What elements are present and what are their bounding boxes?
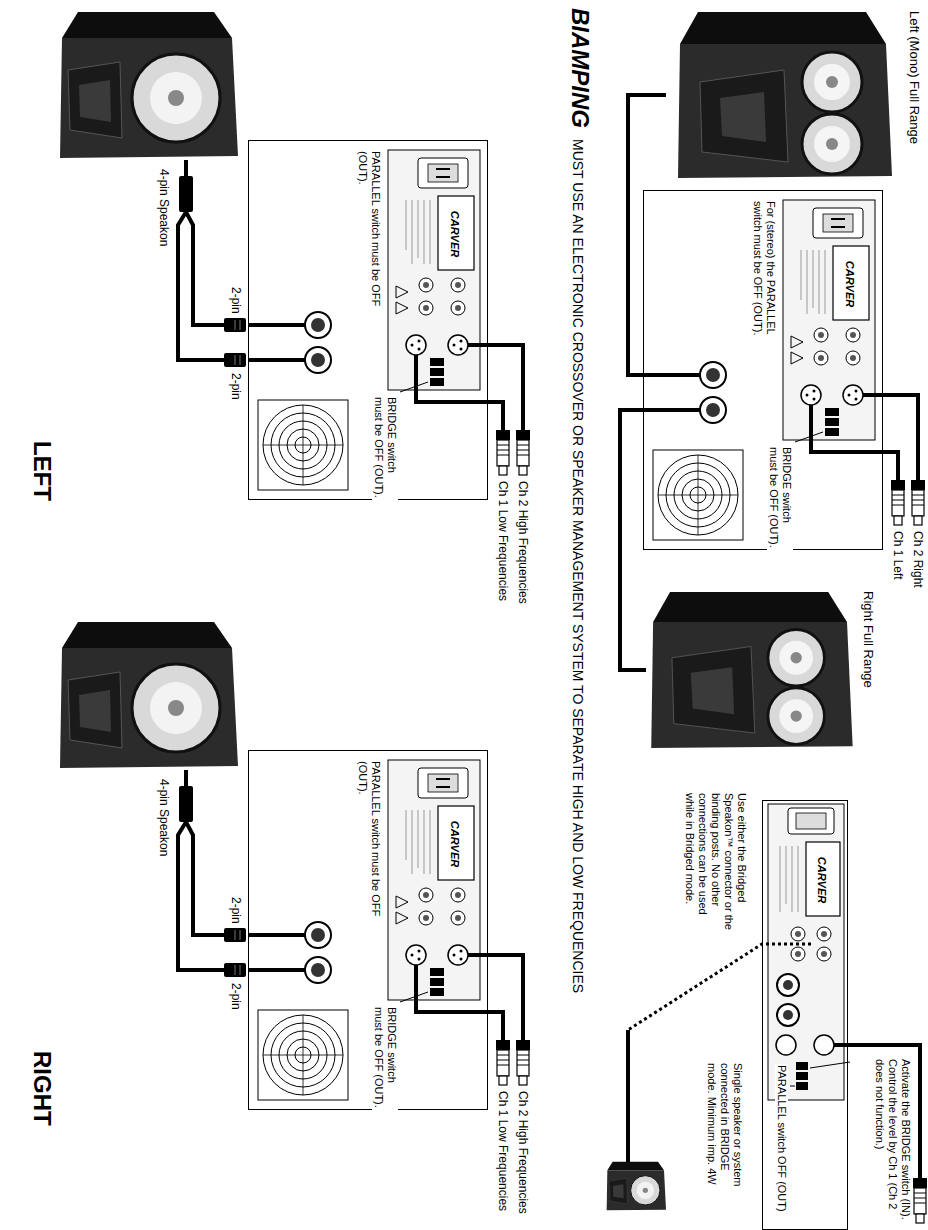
input-label: Ch 2 High Frequencies [516, 480, 530, 605]
section-heading: RIGHT [28, 1050, 56, 1127]
input-label: Ch 2 Right [911, 530, 925, 589]
input-label: Ch 2 High Frequencies [516, 1090, 530, 1215]
speaker-cable [186, 212, 224, 325]
brand-name: CARVER [844, 261, 856, 307]
callout-note: BRIDGE switch must be OFF (OUT). [767, 446, 793, 550]
brand-badge: CARVER [805, 843, 839, 917]
connector-label: 4-pin Speakon [157, 778, 171, 857]
speaker-cable [184, 770, 188, 786]
connector-label: 4-pin Speakon [157, 168, 171, 247]
speakon-2pin [224, 928, 246, 942]
speaker-cable [186, 822, 224, 935]
bridged-cable [628, 944, 811, 1030]
brand-name: CARVER [449, 821, 461, 867]
callout-note: BRIDGE switch must be OFF (OUT). [372, 1006, 398, 1110]
speaker-cable [178, 822, 224, 970]
speakon-2pin [224, 963, 246, 977]
speaker-cabinet [646, 590, 856, 750]
callout-note: For (stereo) the PARALLEL switch must be… [751, 200, 777, 367]
callout-note: BRIDGE switch must be OFF (OUT). [372, 396, 398, 500]
input-label: Ch 1 Low Frequencies [496, 480, 510, 602]
callout-note: PARALLEL switch must be OFF (OUT). [356, 150, 382, 317]
speaker-cable [626, 1030, 630, 1164]
callout-note: PARALLEL switch OFF (OUT) [775, 1064, 788, 1213]
section-heading: LEFT [28, 440, 56, 502]
brand-name: CARVER [816, 857, 828, 903]
connector-label: 2-pin [229, 982, 243, 1011]
speaker-cabinet [666, 10, 902, 180]
callout-note: Activate the BRIDGE switch (IN). Control… [873, 1058, 912, 1228]
speaker-cable [628, 95, 666, 375]
speaker-cable [178, 212, 224, 360]
speaker-drawing [651, 592, 852, 748]
speaker: Right Full Range [646, 590, 878, 750]
speaker-drawing [678, 12, 892, 178]
input-label: Ch 1 Low Frequencies [496, 1090, 510, 1212]
brand-badge: CARVER [437, 197, 473, 271]
speaker-label: Right Full Range [860, 590, 878, 750]
brand-name: CARVER [449, 211, 461, 257]
brand-badge: CARVER [437, 807, 473, 881]
speakon-4pin [179, 786, 193, 822]
speaker-cable [184, 160, 188, 176]
title-subline: MUST USE AN ELECTRONIC CROSSOVER OR SPEA… [569, 138, 587, 994]
input-label: Ch 1 Left [891, 530, 905, 581]
callout-note: PARALLEL switch must be OFF (OUT). [356, 760, 382, 927]
speakon-2pin [224, 353, 246, 367]
speakon-2pin [224, 318, 246, 332]
speaker: Left (Mono) Full Range [666, 10, 924, 180]
callout-note: Single speaker or system connected in BR… [705, 1062, 744, 1204]
speakon-4pin [179, 176, 193, 212]
connector-label: 2-pin [229, 372, 243, 401]
connector-label: 2-pin [229, 286, 243, 315]
speaker [607, 1162, 666, 1211]
speaker-label-text: Left (Mono) Full Range [907, 10, 922, 145]
speaker-label-text: Right Full Range [861, 590, 876, 689]
connector-label: 2-pin [229, 896, 243, 925]
speaker [60, 622, 238, 768]
speaker [60, 12, 238, 158]
speaker-label: Left (Mono) Full Range [906, 10, 924, 180]
brand-badge: CARVER [832, 247, 868, 321]
section-title: BIAMPING [566, 8, 594, 128]
callout-note: Use either the Bridged Speakon™ connecto… [683, 792, 748, 934]
